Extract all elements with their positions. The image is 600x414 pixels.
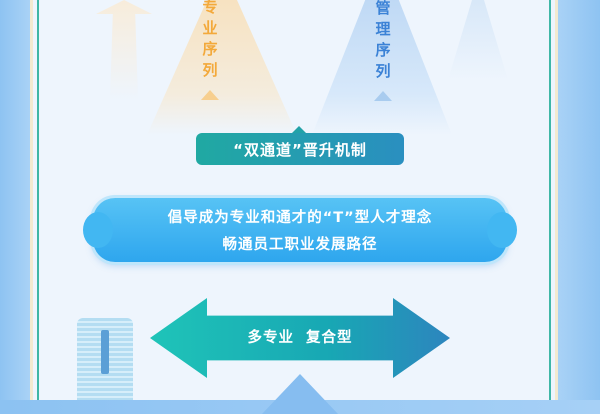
dual-channel-badge: “双通道”晋升机制 <box>196 126 404 165</box>
left-background-strip <box>0 0 30 400</box>
right-background-strip <box>558 0 600 400</box>
professional-track-label: 专业序列 <box>202 0 218 79</box>
triangle-icon <box>262 374 338 414</box>
banner-line-1: 倡导成为专业和通才的“T”型人才理念 <box>167 210 433 226</box>
building-icon <box>77 318 133 400</box>
up-triangle-icon <box>201 90 219 100</box>
arrow-label-part2: 复合型 <box>306 330 353 346</box>
arrow-label-part1: 多专业 <box>247 330 294 346</box>
management-track-label: 管理序列 <box>375 0 391 80</box>
up-triangle-icon <box>374 91 392 101</box>
banner-line-2: 畅通员工职业发展路径 <box>222 237 378 253</box>
arrow-label: 多专业复合型 <box>150 326 450 347</box>
talent-concept-banner: 倡导成为专业和通才的“T”型人才理念 畅通员工职业发展路径 <box>83 198 517 262</box>
